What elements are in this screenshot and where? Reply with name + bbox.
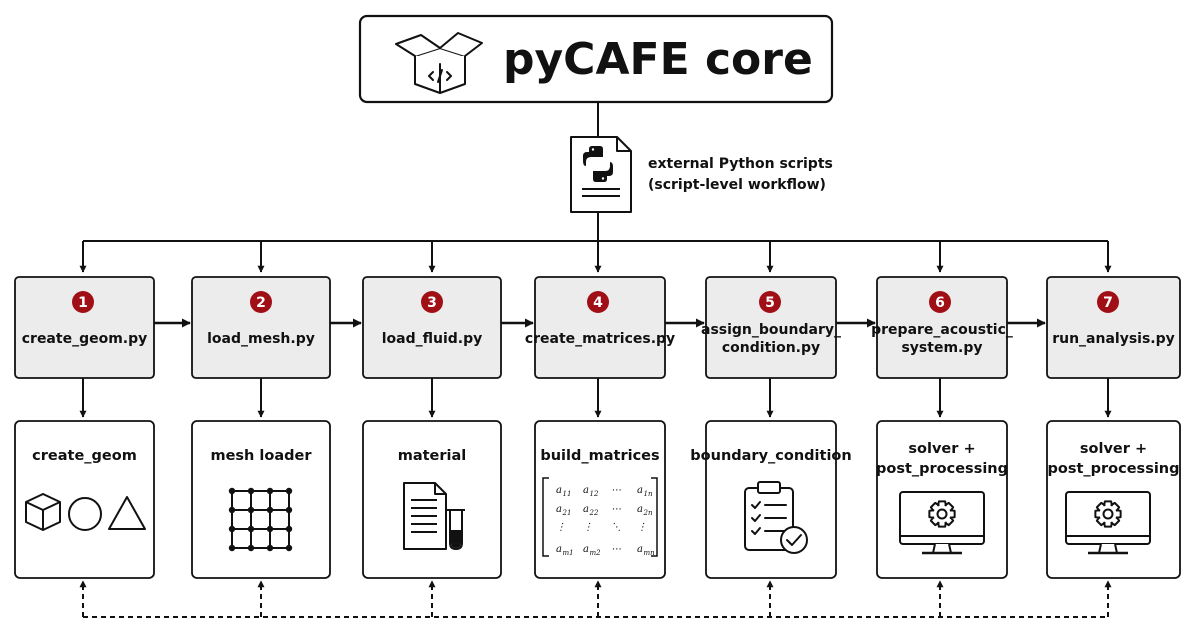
module-title-line: mesh loader xyxy=(210,448,312,464)
step-box-4: 4 create_matrices.py xyxy=(525,276,675,379)
matrix-entry-subscript: m1 xyxy=(563,549,574,557)
step-box-frame xyxy=(534,276,666,379)
step-label-line: create_geom.py xyxy=(22,331,148,347)
material-document-icon xyxy=(403,482,465,550)
module-title-line: post_processing xyxy=(876,461,1008,477)
script-steps: 1 create_geom.py 2 load_mesh.py 3 load_fluid.… xyxy=(14,276,1181,379)
matrix-entry-subscript: 12 xyxy=(590,490,599,498)
scripts-label-line1: external Python scripts xyxy=(648,156,833,172)
python-file-icon xyxy=(570,136,632,213)
step-box-5: 5 assign_boundary_ condition.py xyxy=(701,276,841,379)
step-number-badge xyxy=(72,291,94,313)
module-title-line: post_processing xyxy=(1047,461,1179,477)
geometric-shapes-icon xyxy=(25,493,146,531)
step-box-7: 7 run_analysis.py xyxy=(1046,276,1181,379)
step-label-line: run_analysis.py xyxy=(1052,331,1175,347)
matrix-entry: a xyxy=(583,504,589,515)
matrix-entry: ⋮ xyxy=(637,522,647,533)
clipboard-check-icon xyxy=(744,481,808,554)
monitor-gear-icon xyxy=(899,491,985,555)
step-box-6: 6 prepare_acoustic_ system.py xyxy=(871,276,1013,379)
module-box-6: solver + post_processing xyxy=(876,420,1008,579)
module-title-line: boundary_condition xyxy=(690,448,851,464)
matrix-entry: a xyxy=(556,544,562,555)
step-label-line: create_matrices.py xyxy=(525,331,675,347)
step-number: 2 xyxy=(256,295,266,311)
matrix-entry-subscript: 2n xyxy=(643,509,653,517)
matrix-entry: a xyxy=(556,485,562,496)
matrix-entry: ⋮ xyxy=(556,522,566,533)
step-label-line: condition.py xyxy=(722,340,820,356)
module-box-frame xyxy=(191,420,331,579)
step-number-badge xyxy=(421,291,443,313)
module-box-frame xyxy=(14,420,155,579)
step-box-frame xyxy=(1046,276,1181,379)
matrix-entry: ⋮ xyxy=(583,522,593,533)
module-box-1: create_geom xyxy=(14,420,155,579)
matrix-entry: a xyxy=(583,544,589,555)
step-label-line: load_fluid.py xyxy=(382,331,483,347)
module-title-line: create_geom xyxy=(32,448,137,464)
step-box-frame xyxy=(876,276,1008,379)
matrix-entry-subscript: 1n xyxy=(644,490,653,498)
step-number-badge xyxy=(1097,291,1119,313)
matrix-entry: ⋱ xyxy=(611,522,621,533)
matrix-entry-subscript: 11 xyxy=(563,490,572,498)
step-number: 6 xyxy=(935,295,945,311)
matrix-entry: a xyxy=(637,544,643,555)
step-label-line: system.py xyxy=(901,340,982,356)
core-box: pyCAFE core xyxy=(358,14,834,104)
step-number-badge xyxy=(587,291,609,313)
step-label-line: prepare_acoustic_ xyxy=(871,322,1013,338)
scripts-label-line2: (script-level workflow) xyxy=(648,177,826,193)
matrix-entry: ⋯ xyxy=(611,544,621,555)
matrix-entry-subscript: 22 xyxy=(589,509,599,517)
matrix-entry-subscript: 21 xyxy=(562,509,572,517)
step-number: 5 xyxy=(765,295,775,311)
module-title-line: solver + xyxy=(1080,441,1147,457)
matrix-entry: a xyxy=(637,485,643,496)
step-label-line: assign_boundary_ xyxy=(701,322,841,338)
matrix-entry: a xyxy=(637,504,643,515)
step-number: 4 xyxy=(593,295,603,311)
feedback-loop xyxy=(79,580,1112,618)
step-to-module-arrows xyxy=(79,378,1112,418)
matrix-entry: a xyxy=(556,504,562,515)
step-box-1: 1 create_geom.py xyxy=(14,276,155,379)
module-box-2: mesh loader xyxy=(191,420,331,579)
bus-drop-arrows xyxy=(79,241,1112,273)
module-title-line: material xyxy=(398,448,467,464)
step-number: 3 xyxy=(427,295,437,311)
matrix-entry-subscript: mn xyxy=(644,549,656,557)
step-box-3: 3 load_fluid.py xyxy=(362,276,502,379)
matrix-entry-subscript: m2 xyxy=(590,549,602,557)
module-box-7: solver + post_processing xyxy=(1046,420,1181,579)
matrix-entry: ⋯ xyxy=(611,504,621,515)
module-box-3: material xyxy=(362,420,502,579)
step-box-2: 2 load_mesh.py xyxy=(191,276,331,379)
core-title: pyCAFE core xyxy=(503,34,813,85)
step-box-frame xyxy=(14,276,155,379)
step-label-line: load_mesh.py xyxy=(207,331,315,347)
step-number: 1 xyxy=(78,295,88,311)
matrix-entry: ⋯ xyxy=(611,485,621,496)
mesh-grid-icon xyxy=(228,487,293,552)
step-number-badge xyxy=(250,291,272,313)
matrix-entry: a xyxy=(583,485,589,496)
module-box-frame xyxy=(534,420,666,579)
step-number-badge xyxy=(929,291,951,313)
step-number-badge xyxy=(759,291,781,313)
open-box-code-icon xyxy=(395,32,483,94)
monitor-gear-icon xyxy=(1065,491,1151,555)
module-title-line: solver + xyxy=(908,441,975,457)
module-box-5: boundary_condition xyxy=(690,420,852,579)
core-modules: create_geom mesh loader material build_matr… xyxy=(14,420,1181,579)
module-title-line: build_matrices xyxy=(540,448,659,464)
step-number: 7 xyxy=(1103,295,1113,311)
